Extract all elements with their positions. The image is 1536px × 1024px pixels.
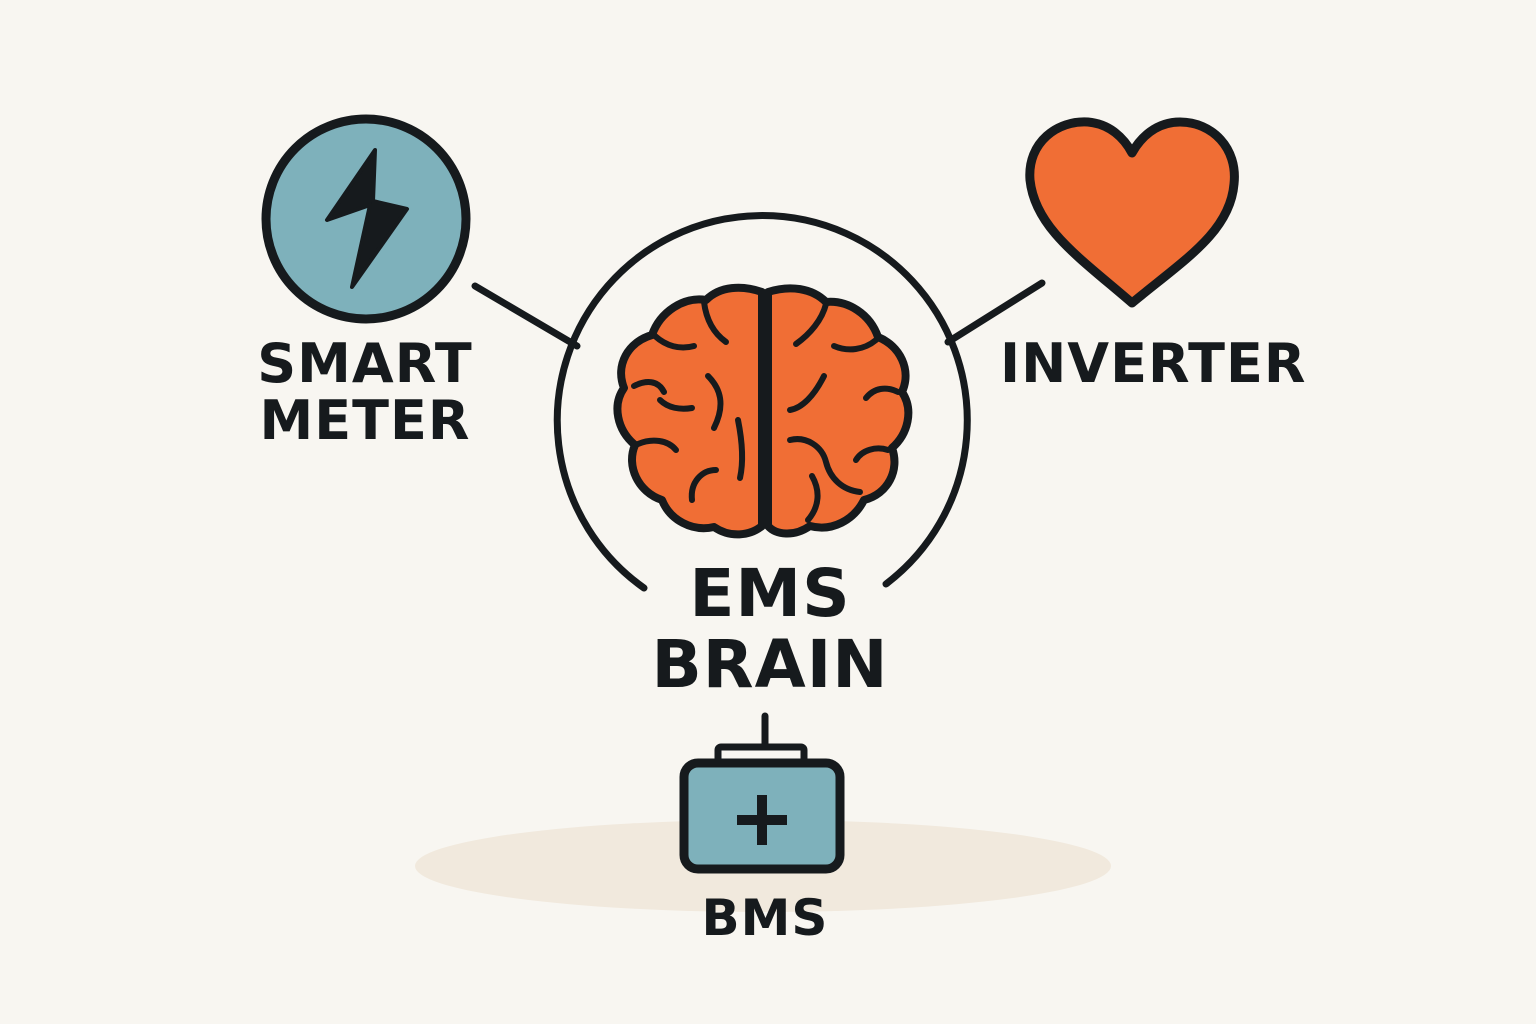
lightning-bolt-icon (261, 114, 471, 324)
bms-label: BMS (680, 892, 850, 945)
ems-brain-label-line1: EMS (689, 555, 851, 632)
heart-icon (1025, 117, 1239, 308)
smart-meter-label-line2: METER (259, 388, 471, 452)
inverter-label: INVERTER (1000, 332, 1307, 395)
brain-icon (613, 283, 913, 539)
ems-brain-label: EMS BRAIN (615, 558, 925, 701)
smart-meter-label: SMART METER (240, 332, 490, 452)
ems-ring (553, 212, 971, 592)
connector-inverter (944, 279, 1046, 346)
connector-smart-meter (471, 282, 581, 350)
inverter-label-line1: INVERTER (1000, 332, 1307, 395)
smart-meter-label-line1: SMART (257, 332, 473, 395)
battery-plus-icon (679, 743, 845, 874)
ems-brain-label-line2: BRAIN (651, 626, 889, 704)
bms-label-line1: BMS (701, 889, 829, 947)
